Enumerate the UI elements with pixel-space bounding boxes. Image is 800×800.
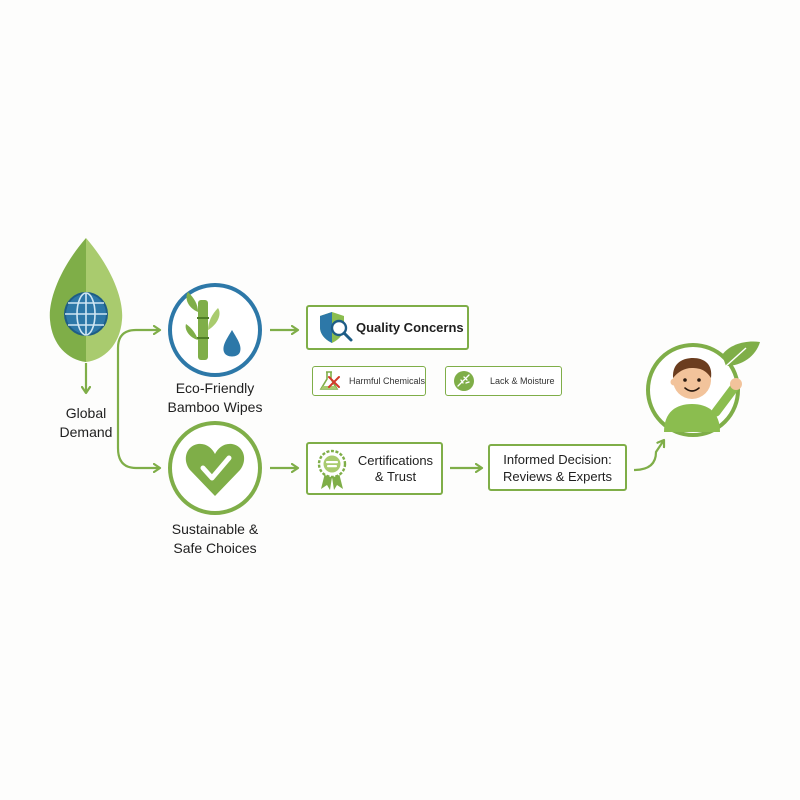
connector-to-person <box>633 440 664 472</box>
dry-leaf-icon <box>454 371 474 391</box>
global-demand-line1: Global <box>65 405 107 421</box>
bamboo-wipes-line1: Eco-Friendly <box>175 380 255 396</box>
lack-moisture-box: Lack & Moisture <box>445 366 562 396</box>
bamboo-wipes-line2: Bamboo Wipes <box>167 399 263 415</box>
informed-decision-label: Informed Decision: Reviews & Experts <box>503 451 612 485</box>
harmful-chemicals-box: Harmful Chemicals <box>312 366 426 396</box>
bamboo-wipes-label: Eco-Friendly Bamboo Wipes <box>150 379 280 417</box>
shield-search-icon <box>320 311 353 343</box>
safe-choices-line2: Safe Choices <box>173 540 257 556</box>
quality-concerns-box: Quality Concerns <box>306 305 469 350</box>
global-demand-label: Global Demand <box>40 404 132 442</box>
certifications-box: Certifications & Trust <box>306 442 443 495</box>
bamboo-drop-icon <box>168 283 262 377</box>
flask-icon <box>319 371 340 390</box>
safe-choices-label: Sustainable & Safe Choices <box>150 520 280 558</box>
informed-decision-box: Informed Decision: Reviews & Experts <box>488 444 627 491</box>
lack-moisture-label: Lack & Moisture <box>490 376 555 386</box>
informed-decision-line1: Informed Decision: <box>503 451 612 467</box>
certifications-line1: Certifications <box>357 452 434 468</box>
informed-decision-line2: Reviews & Experts <box>502 468 613 484</box>
certifications-line2: & Trust <box>374 468 417 484</box>
quality-concerns-label: Quality Concerns <box>356 319 464 335</box>
leaf-globe-icon <box>49 238 123 362</box>
certificate-ribbon-icon <box>317 449 347 490</box>
safe-choices-line1: Sustainable & <box>171 521 259 537</box>
happy-person-icon <box>646 341 760 437</box>
global-demand-line2: Demand <box>59 424 113 440</box>
connector-branch <box>116 330 160 468</box>
certifications-label: Certifications & Trust <box>350 453 441 485</box>
heart-check-icon <box>168 421 262 515</box>
harmful-chemicals-label: Harmful Chemicals <box>348 376 426 386</box>
